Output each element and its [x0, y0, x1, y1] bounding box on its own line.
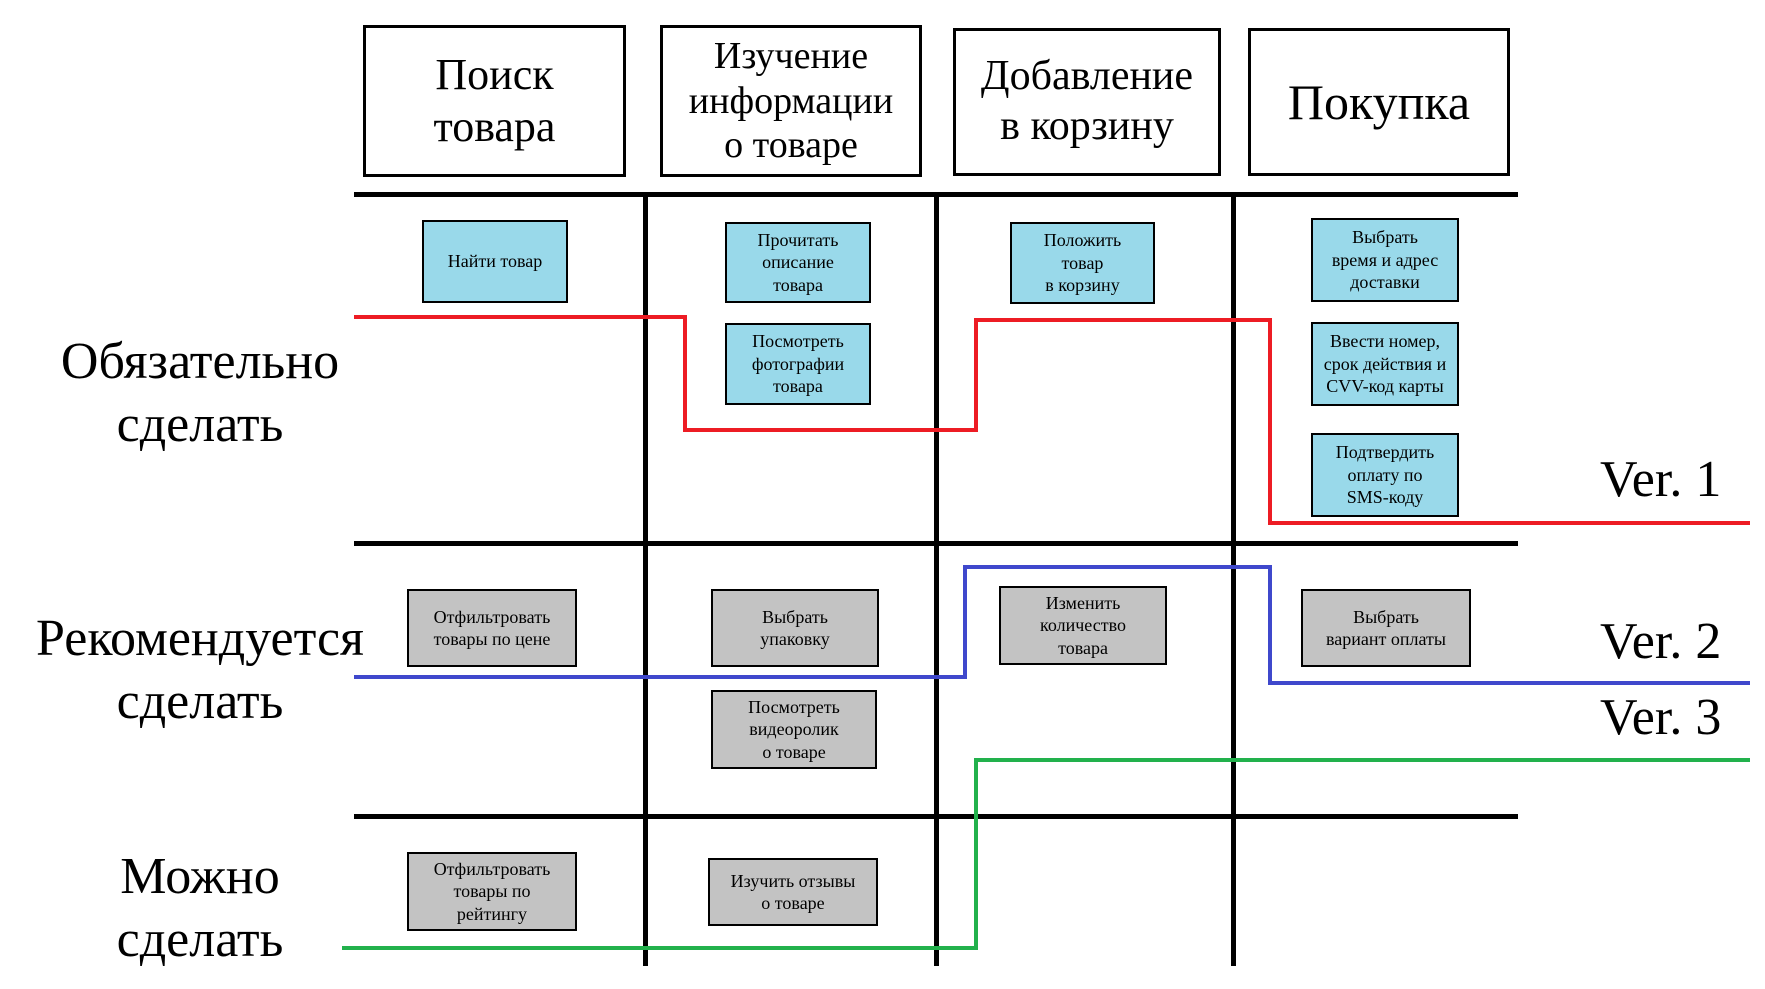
- card-find-product: Найти товар: [422, 220, 568, 303]
- column-divider-1: [643, 194, 648, 966]
- column-divider-2: [934, 194, 939, 966]
- card-filter-by-rating: Отфильтровать товары по рейтингу: [407, 852, 577, 931]
- card-filter-by-price: Отфильтровать товары по цене: [407, 589, 577, 667]
- card-put-in-cart: Положить товар в корзину: [1010, 222, 1155, 304]
- card-choose-packaging: Выбрать упаковку: [711, 589, 879, 667]
- column-header-purchase: Покупка: [1248, 28, 1510, 176]
- card-view-photos: Посмотреть фотографии товара: [725, 323, 871, 405]
- version-3-label: Ver. 3: [1600, 689, 1722, 746]
- version-1-label: Ver. 1: [1600, 451, 1722, 508]
- card-read-description: Прочитать описание товара: [725, 222, 871, 303]
- card-read-reviews: Изучить отзывы о товаре: [708, 858, 878, 926]
- version-2-label: Ver. 2: [1600, 613, 1722, 670]
- column-header-add-to-cart: Добавление в корзину: [953, 28, 1221, 176]
- column-header-product-search: Поиск товара: [363, 25, 626, 177]
- row-label-must-do: Обязательно сделать: [60, 333, 340, 454]
- row-label-can-do: Можно сделать: [116, 848, 284, 969]
- card-watch-video: Посмотреть видеоролик о товаре: [711, 690, 877, 769]
- card-choose-delivery: Выбрать время и адрес доставки: [1311, 218, 1459, 302]
- column-divider-3: [1231, 194, 1236, 966]
- column-header-product-info: Изучение информации о товаре: [660, 25, 922, 177]
- card-choose-payment: Выбрать вариант оплаты: [1301, 589, 1471, 667]
- card-enter-card-details: Ввести номер, срок действия и CVV-код ка…: [1311, 322, 1459, 406]
- card-confirm-sms: Подтвердить оплату по SMS-коду: [1311, 433, 1459, 517]
- ver1-path-line: [354, 315, 1750, 525]
- card-change-quantity: Изменить количество товара: [999, 586, 1167, 665]
- row-label-recommended: Рекомендуется сделать: [36, 610, 364, 731]
